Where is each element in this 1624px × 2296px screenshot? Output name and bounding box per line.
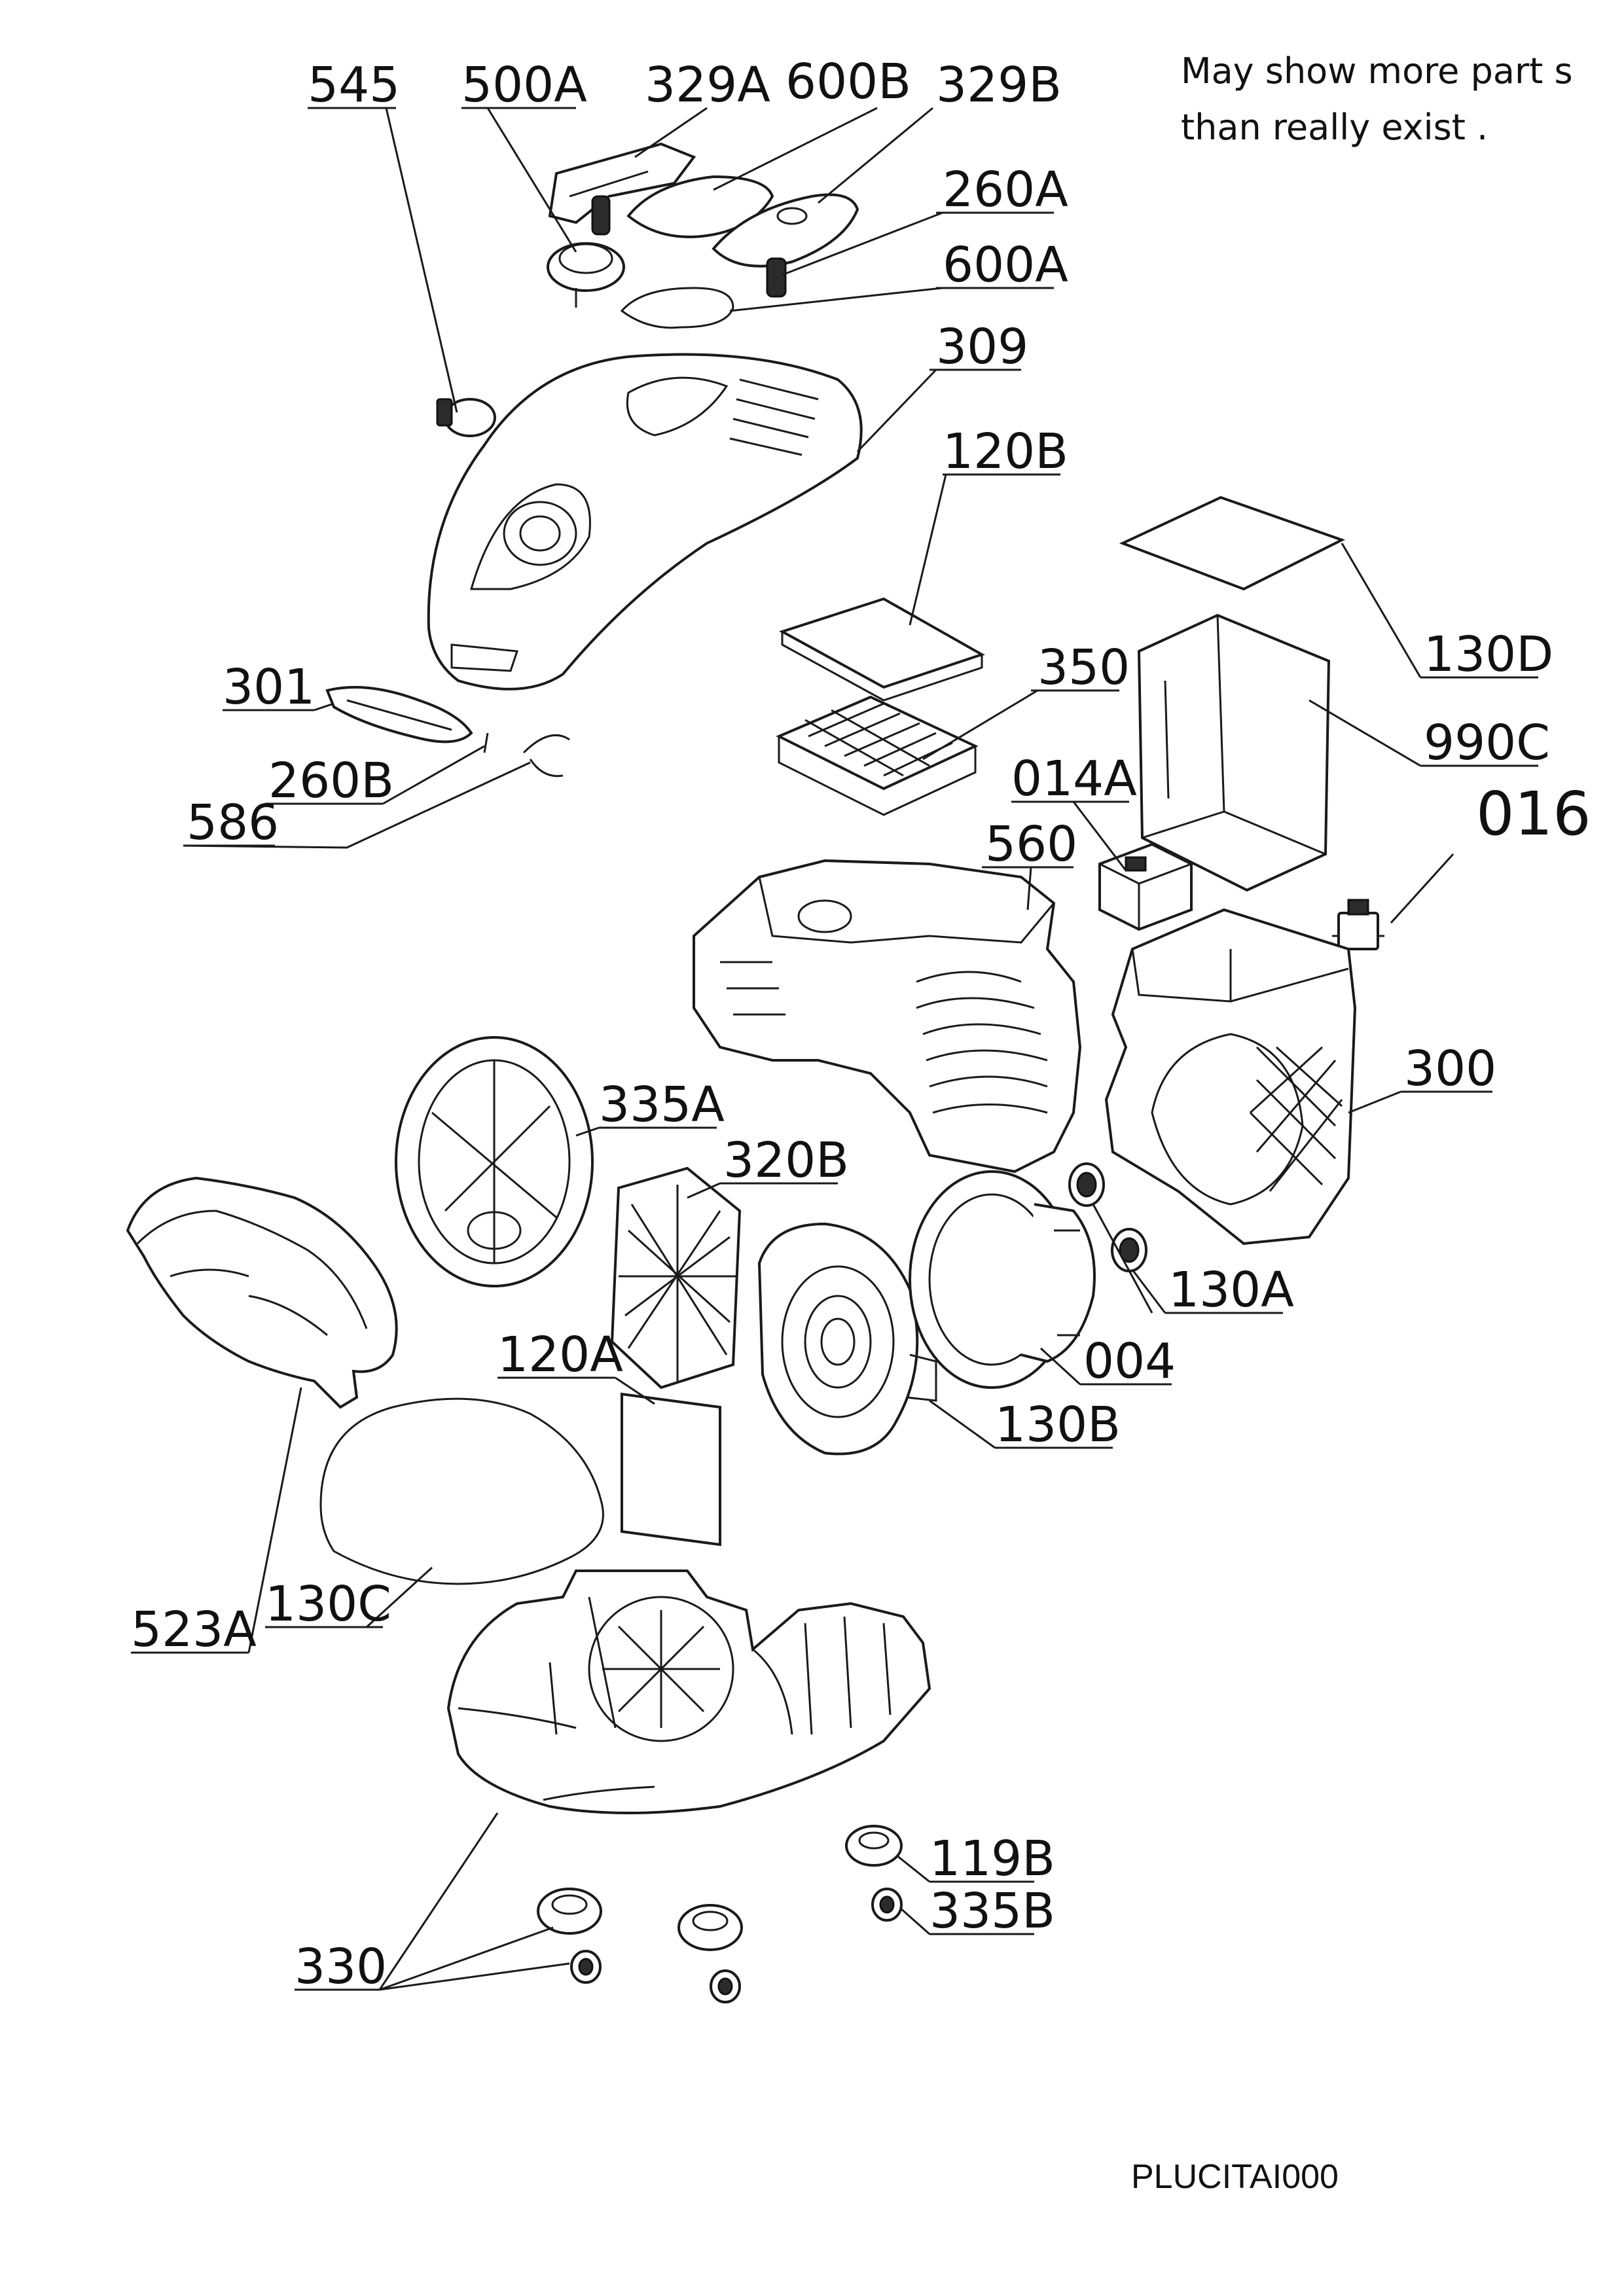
part-120B-filter-pad[interactable] <box>778 597 985 702</box>
callout-320B[interactable]: 320B <box>723 1132 849 1189</box>
part-130D-bag-seal[interactable] <box>1119 495 1346 591</box>
part-016-connector[interactable] <box>1332 899 1384 950</box>
part-586-clip[interactable] <box>522 734 570 778</box>
callout-016[interactable]: 016 <box>1476 779 1591 849</box>
part-260A-spring[interactable] <box>766 257 787 298</box>
callout-301[interactable]: 301 <box>223 659 315 715</box>
part-014A-switch-block[interactable] <box>1098 842 1193 931</box>
callout-329A[interactable]: 329A <box>645 57 770 113</box>
callout-335B[interactable]: 335B <box>929 1883 1055 1939</box>
part-300-motor-housing[interactable] <box>1104 908 1357 1246</box>
part-329B-cover[interactable] <box>712 193 859 268</box>
leader-lines <box>131 107 1538 1991</box>
callout-309[interactable]: 309 <box>936 319 1028 375</box>
callout-130B[interactable]: 130B <box>995 1397 1121 1453</box>
diagram-code: PLUCITAI000 <box>1131 2158 1339 2196</box>
part-990C-bag-holder[interactable] <box>1137 613 1331 892</box>
callout-600B[interactable]: 600B <box>785 54 911 110</box>
part-330-base[interactable] <box>446 1570 931 1814</box>
callout-119B[interactable]: 119B <box>929 1831 1055 1887</box>
part-301-handle[interactable] <box>325 686 473 744</box>
disclaimer-note: May show more part s than really exist . <box>1181 43 1573 156</box>
part-560-chassis-frame[interactable] <box>693 859 1082 1174</box>
callout-990C[interactable]: 990C <box>1424 715 1550 771</box>
callout-586[interactable]: 586 <box>187 795 279 851</box>
part-330-wheel-left[interactable] <box>537 1888 602 1984</box>
callout-004[interactable]: 004 <box>1083 1333 1176 1390</box>
part-120A-filter-sheet[interactable] <box>621 1392 721 1547</box>
part-600B-flap[interactable] <box>626 175 774 238</box>
callout-600A[interactable]: 600A <box>943 237 1068 293</box>
callout-329B[interactable]: 329B <box>936 57 1062 113</box>
part-260B-spring[interactable] <box>483 732 489 753</box>
part-309-top-cover[interactable] <box>427 353 863 691</box>
callout-330[interactable]: 330 <box>295 1939 387 1995</box>
callout-260A[interactable]: 260A <box>943 162 1068 218</box>
disclaimer-line-1: May show more part s <box>1181 50 1573 92</box>
part-335A-rear-cover[interactable] <box>395 1036 594 1287</box>
callout-120B[interactable]: 120B <box>943 423 1068 480</box>
part-260A-spring-left[interactable] <box>591 195 611 236</box>
part-500A-knob[interactable] <box>547 242 625 308</box>
part-350-filter-cassette[interactable] <box>776 695 979 816</box>
part-545-button[interactable] <box>436 398 496 437</box>
callout-300[interactable]: 300 <box>1404 1041 1496 1097</box>
callout-labels: 545 500A 329A 600B 329B 260A 600A 309 12… <box>131 54 1591 1995</box>
part-335B-roller[interactable] <box>871 1888 903 1922</box>
part-130C-seal[interactable] <box>319 1397 604 1585</box>
callout-350[interactable]: 350 <box>1038 639 1130 696</box>
callout-014A[interactable]: 014A <box>1011 751 1137 807</box>
callout-523A[interactable]: 523A <box>131 1602 257 1658</box>
part-330-wheel-middle[interactable] <box>677 1904 743 2003</box>
callout-130C[interactable]: 130C <box>265 1576 391 1632</box>
callout-130A[interactable]: 130A <box>1168 1262 1294 1318</box>
part-320B-grille[interactable] <box>610 1166 742 1390</box>
callout-560[interactable]: 560 <box>985 816 1077 872</box>
callout-120A[interactable]: 120A <box>497 1327 623 1383</box>
part-119B-wheel[interactable] <box>845 1825 903 1867</box>
part-523A-bumper[interactable] <box>126 1176 398 1409</box>
callout-260B[interactable]: 260B <box>268 753 394 809</box>
part-600A-seal-ring[interactable] <box>620 287 734 329</box>
part-130B-motor-seal[interactable] <box>757 1222 937 1456</box>
callout-545[interactable]: 545 <box>308 57 400 113</box>
callout-130D[interactable]: 130D <box>1424 626 1553 683</box>
disclaimer-line-2: than really exist . <box>1181 107 1489 148</box>
part-004-motor[interactable] <box>909 1170 1096 1389</box>
callout-500A[interactable]: 500A <box>461 57 587 113</box>
callout-335A[interactable]: 335A <box>599 1077 725 1133</box>
